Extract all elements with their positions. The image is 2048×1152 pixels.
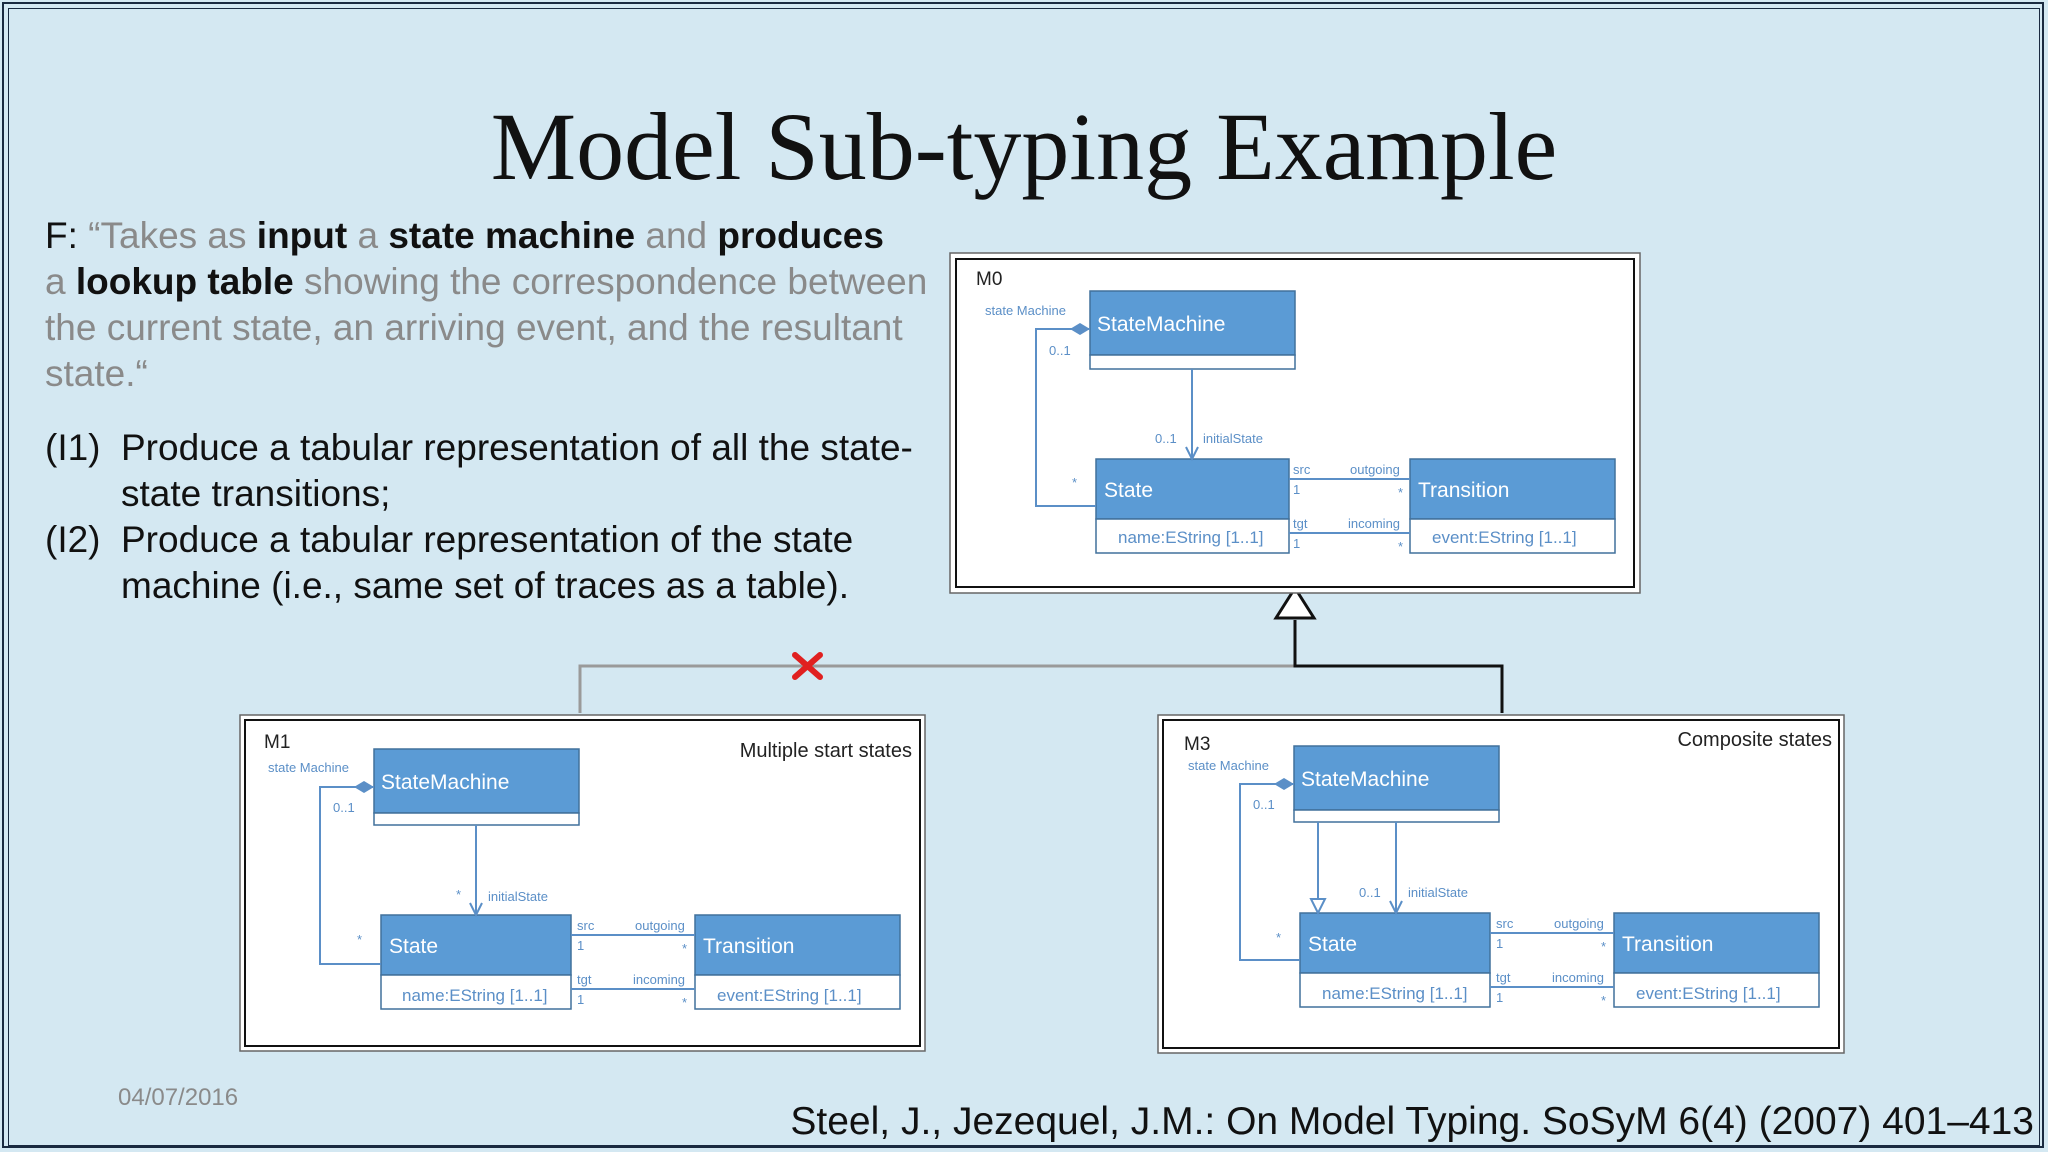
- role-label: state Machine: [985, 303, 1066, 318]
- transition-class-name: Transition: [1622, 933, 1713, 956]
- model-label: M0: [976, 269, 1002, 290]
- multiplicity-label: 0..1: [1049, 343, 1071, 358]
- slide-date: 04/07/2016: [118, 1084, 239, 1111]
- role-label: initialState: [488, 889, 548, 904]
- multiplicity-label: 1: [1293, 536, 1300, 551]
- transition-attribute: event:EString [1..1]: [1636, 984, 1781, 1003]
- state-class-name: State: [1104, 479, 1153, 502]
- model-label: M1: [264, 732, 290, 753]
- requirement-text: Produce a tabular representation of all …: [121, 427, 913, 514]
- diagram-m0: M0 StateMachine State name:EString [1..1…: [949, 252, 1641, 594]
- transition-class-name: Transition: [703, 935, 794, 958]
- requirement-text: Produce a tabular representation of the …: [121, 519, 854, 606]
- role-label: src: [577, 918, 595, 933]
- state-class: [1095, 458, 1290, 520]
- multiplicity-label: 0..1: [333, 800, 355, 815]
- quote-text-4: a: [45, 261, 76, 302]
- diagram-m1: M1 Multiple start states StateMachine St…: [239, 714, 926, 1052]
- m3-connector-line: [1293, 620, 1504, 713]
- multiplicity-label: *: [1072, 475, 1077, 490]
- transition-attribute: event:EString [1..1]: [1432, 528, 1577, 547]
- transition-class: [1409, 458, 1616, 520]
- role-label: src: [1496, 916, 1514, 931]
- role-label: tgt: [577, 972, 592, 987]
- state-class: [380, 914, 572, 976]
- statemachine-class-name: StateMachine: [1301, 768, 1429, 791]
- requirement-item: (I2) Produce a tabular representation of…: [45, 517, 925, 609]
- composite-arrowhead-icon: [1309, 898, 1327, 916]
- quote-state-machine: state machine: [388, 215, 636, 256]
- multiplicity-label: 1: [1496, 990, 1503, 1005]
- requirement-item: (I1) Produce a tabular representation of…: [45, 425, 925, 517]
- role-label: tgt: [1496, 970, 1511, 985]
- quote-produces: produces: [717, 215, 884, 256]
- statemachine-class: [1293, 745, 1500, 811]
- diagram-caption: Multiple start states: [740, 740, 912, 762]
- role-label: state Machine: [268, 760, 349, 775]
- multiplicity-label: *: [682, 995, 687, 1010]
- quote-text-1: “Takes as: [88, 215, 257, 256]
- slide-inner-frame: [8, 8, 2040, 1146]
- requirement-number: (I1): [45, 427, 101, 468]
- role-label: outgoing: [1554, 916, 1604, 931]
- state-attribute: name:EString [1..1]: [402, 986, 548, 1005]
- multiplicity-label: 0..1: [1359, 885, 1381, 900]
- multiplicity-label: 1: [1293, 482, 1300, 497]
- function-description: F: “Takes as input a state machine and p…: [45, 213, 945, 397]
- generalization-arrowhead-icon: [1273, 585, 1317, 620]
- role-label: initialState: [1408, 885, 1468, 900]
- role-label: incoming: [633, 972, 685, 987]
- multiplicity-label: *: [1601, 993, 1606, 1008]
- multiplicity-label: *: [357, 932, 362, 947]
- role-label: state Machine: [1188, 758, 1269, 773]
- multiplicity-label: *: [1276, 930, 1281, 945]
- m1-connector-line: [578, 664, 1295, 713]
- statemachine-class-name: StateMachine: [381, 771, 509, 794]
- role-label: outgoing: [1350, 462, 1400, 477]
- multiplicity-label: *: [456, 887, 461, 902]
- multiplicity-label: 1: [577, 938, 584, 953]
- quote-text-5: showing the correspondence between the c…: [45, 261, 928, 394]
- state-attribute: name:EString [1..1]: [1322, 984, 1468, 1003]
- quote-text-2: a: [347, 215, 389, 256]
- role-label: src: [1293, 462, 1311, 477]
- quote-lookup-table: lookup table: [75, 261, 294, 302]
- multiplicity-label: *: [1398, 539, 1403, 554]
- quote-input: input: [256, 215, 348, 256]
- transition-attribute: event:EString [1..1]: [717, 986, 862, 1005]
- requirement-number: (I2): [45, 519, 101, 560]
- multiplicity-label: 1: [577, 992, 584, 1007]
- statemachine-class-name: StateMachine: [1097, 313, 1225, 336]
- transition-class: [694, 914, 901, 976]
- model-label: M3: [1184, 734, 1210, 755]
- requirements-list: (I1) Produce a tabular representation of…: [45, 425, 925, 609]
- multiplicity-label: 0..1: [1155, 431, 1177, 446]
- multiplicity-label: *: [1398, 485, 1403, 500]
- role-label: initialState: [1203, 431, 1263, 446]
- quote-prefix: F:: [45, 215, 89, 256]
- quote-text-3: and: [635, 215, 718, 256]
- inheritance-connectors: [578, 585, 1504, 713]
- citation: Steel, J., Jezequel, J.M.: On Model Typi…: [790, 1100, 2034, 1143]
- diagram-m3: M3 Composite states StateMachine State n…: [1157, 714, 1845, 1054]
- slide-title: Model Sub-typing Example: [490, 93, 1558, 200]
- role-label: incoming: [1552, 970, 1604, 985]
- multiplicity-label: *: [682, 941, 687, 956]
- state-class-name: State: [1308, 933, 1357, 956]
- role-label: outgoing: [635, 918, 685, 933]
- transition-class-name: Transition: [1418, 479, 1509, 502]
- statemachine-class: [1089, 290, 1296, 356]
- multiplicity-label: *: [1601, 939, 1606, 954]
- multiplicity-label: 1: [1496, 936, 1503, 951]
- role-label: incoming: [1348, 516, 1400, 531]
- diagram-caption: Composite states: [1677, 729, 1832, 751]
- role-label: tgt: [1293, 516, 1308, 531]
- state-attribute: name:EString [1..1]: [1118, 528, 1264, 547]
- cross-icon: [792, 652, 823, 680]
- multiplicity-label: 0..1: [1253, 797, 1275, 812]
- state-class: [1299, 912, 1491, 974]
- state-class-name: State: [389, 935, 438, 958]
